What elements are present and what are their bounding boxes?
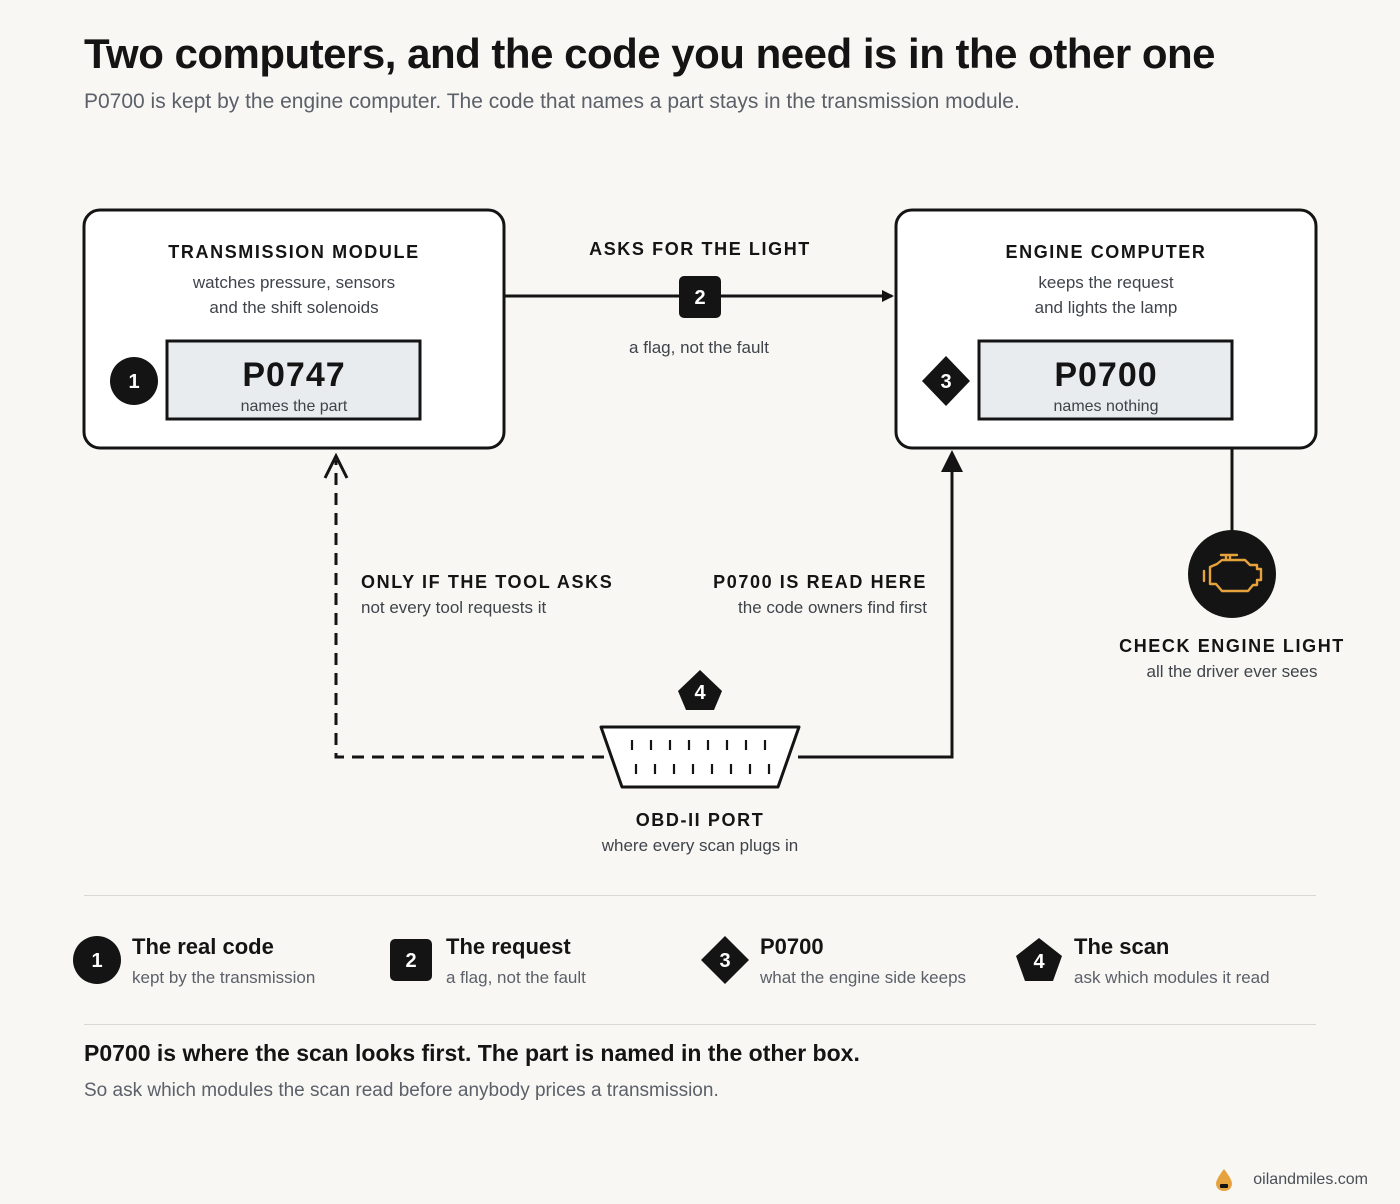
solid-path: P0700 IS READ HERE the code owners find … [713,450,963,759]
transmission-module-desc-1: watches pressure, sensors [192,273,395,292]
legend-title-2: The request [446,934,571,959]
oil-drop-icon [1216,1169,1233,1191]
p0747-code-box [165,339,422,421]
page-subtitle: P0700 is kept by the engine computer. Th… [84,90,1020,113]
p0747-code-sub: names the part [241,398,348,415]
legend-sub-2: a flag, not the fault [446,968,586,987]
p0747-code: P0747 [242,356,345,394]
legend-title-1: The real code [132,934,274,959]
dashed-path: ONLY IF THE TOOL ASKS not every tool req… [323,452,613,759]
check-engine-light-title: CHECK ENGINE LIGHT [1119,636,1345,656]
transmission-module-title: TRANSMISSION MODULE [168,242,419,262]
marker-1-circle [110,357,158,405]
p0700-code-box [977,339,1234,421]
engine-computer-desc-2: and lights the lamp [1035,298,1178,317]
legend-sub-3: what the engine side keeps [760,968,967,987]
svg-text:2: 2 [405,950,416,972]
legend-title-4: The scan [1074,934,1170,959]
svg-text:3: 3 [719,950,730,972]
diagram: TRANSMISSION MODULE watches pressure, se… [82,208,1345,855]
obd-port-pins [630,740,771,774]
obd-port: 4 OBD-II PORT where every scan plugs in [599,670,801,855]
p0700-code: P0700 [1054,356,1157,394]
engine-computer-desc-1: keeps the request [1038,273,1173,292]
marker-2-label: 2 [694,287,705,309]
obd-port-connector-icon [599,725,801,789]
request-arrow: ASKS FOR THE LIGHT 2 a flag, not the fau… [504,239,894,357]
divider-bottom [84,1024,1316,1025]
obd-port-sub: where every scan plugs in [601,836,799,855]
check-engine-light: CHECK ENGINE LIGHT all the driver ever s… [1119,448,1345,681]
legend-sub-4: ask which modules it read [1074,968,1270,987]
legend-title-3: P0700 [760,934,824,959]
engine-computer-box: ENGINE COMPUTER keeps the request and li… [894,208,1318,450]
legend-circle-marker: 1 [73,936,121,984]
solid-path-label: P0700 IS READ HERE [713,572,927,592]
svg-text:1: 1 [91,950,102,972]
marker-3-label: 3 [940,371,951,393]
transmission-module-box: TRANSMISSION MODULE watches pressure, se… [82,208,506,450]
page-title: Two computers, and the code you need is … [84,30,1216,77]
footer-brand-link[interactable]: oilandmiles.com [1253,1171,1368,1188]
footer: oilandmiles.com [1213,1168,1368,1192]
engine-computer-title: ENGINE COMPUTER [1005,242,1206,262]
legend-sub-1: kept by the transmission [132,968,316,987]
solid-path-sub: the code owners find first [738,598,927,617]
conclusion-title: P0700 is where the scan looks first. The… [84,1040,860,1066]
request-arrow-label: ASKS FOR THE LIGHT [589,239,811,259]
marker-4-pentagon [678,670,722,710]
request-arrow-sub: a flag, not the fault [629,338,769,357]
marker-4-label: 4 [694,682,706,704]
check-engine-light-circle [1188,530,1276,618]
legend-pentagon-marker: 4 [1016,938,1062,981]
dashed-path-label: ONLY IF THE TOOL ASKS [361,572,613,592]
legend-square-marker: 2 [390,939,432,981]
engine-icon [1202,553,1263,593]
obd-port-title: OBD-II PORT [636,810,765,830]
divider-top [84,895,1316,896]
svg-text:4: 4 [1033,951,1045,973]
marker-1-label: 1 [128,371,139,393]
marker-2-square [679,276,721,318]
legend-diamond-marker: 3 [701,936,749,984]
conclusion-sub: So ask which modules the scan read befor… [84,1080,719,1101]
p0700-code-sub: names nothing [1054,398,1159,415]
check-engine-light-sub: all the driver ever sees [1146,662,1317,681]
transmission-module-desc-2: and the shift solenoids [209,298,378,317]
dashed-path-sub: not every tool requests it [361,598,546,617]
marker-3-diamond [922,356,970,406]
